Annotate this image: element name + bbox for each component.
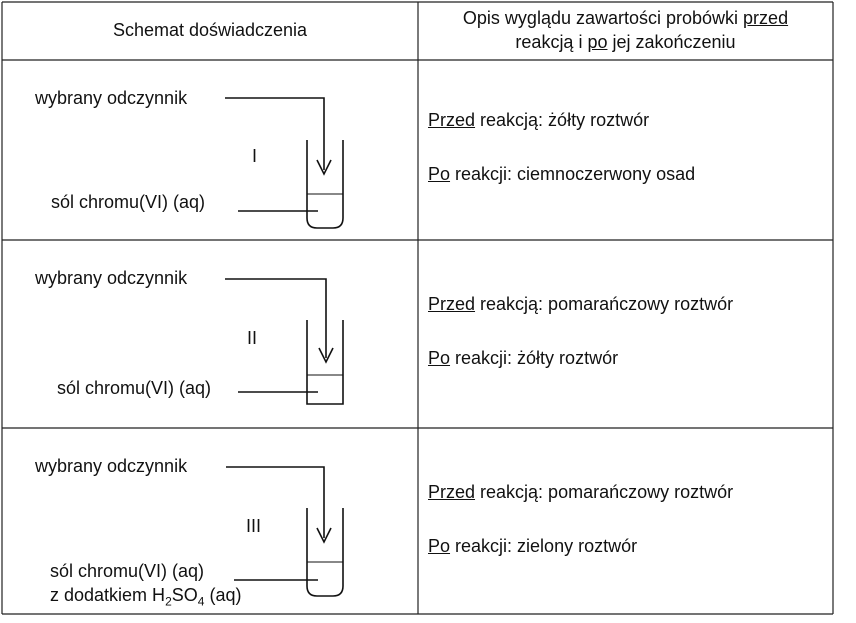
numeral-1: I	[252, 146, 258, 166]
reagent-label-2: wybrany odczynnik	[35, 268, 188, 288]
solution-3-mid: SO	[171, 585, 198, 605]
header-right-line1-text: Opis wyglądu zawartości probówki	[462, 8, 744, 28]
solution-label-2: sól chromu(VI) (aq)	[57, 378, 212, 398]
header-right-line2-end: jej zakończeniu	[607, 32, 736, 52]
diagram-row-3	[226, 466, 344, 597]
before-label-2: Przed	[428, 294, 476, 314]
solution-3-post: (aq)	[204, 585, 242, 605]
before-3: Przed reakcją: pomarańczowy roztwór	[428, 482, 733, 503]
after-text-3: reakcji: zielony roztwór	[450, 536, 638, 556]
after-2: Po reakcji: żółty roztwór	[428, 348, 618, 369]
solution-label-3: sól chromu(VI) (aq)	[50, 561, 205, 581]
before-text-1: reakcją: żółty roztwór	[475, 110, 650, 130]
reagent-label-3: wybrany odczynnik	[35, 456, 188, 476]
after-label-2: Po	[428, 348, 451, 368]
diagram-row-2	[225, 278, 344, 405]
solution-3-pre: z dodatkiem H	[50, 585, 166, 605]
before-text-2: reakcją: pomarańczowy roztwór	[475, 294, 734, 314]
header-right-line2: reakcją i po jej zakończeniu	[418, 30, 833, 54]
reagent-label-1: wybrany odczynnik	[35, 88, 188, 108]
header-left-text: Schemat doświadczenia	[112, 20, 308, 40]
after-label-3: Po	[428, 536, 451, 556]
numeral-3: III	[246, 516, 262, 536]
after-text-2: reakcji: żółty roztwór	[450, 348, 619, 368]
solution-3-sub1: 2	[165, 594, 172, 609]
after-label-1: Po	[428, 164, 451, 184]
after-3: Po reakcji: zielony roztwór	[428, 536, 637, 557]
header-right-po: po	[587, 32, 608, 52]
header-left: Schemat doświadczenia	[2, 18, 418, 42]
numeral-2: II	[247, 328, 258, 348]
solution-label-1: sól chromu(VI) (aq)	[51, 192, 206, 212]
solution-label-3-line2: z dodatkiem H2SO4 (aq)	[50, 585, 241, 609]
after-text-1: reakcji: ciemnoczerwony osad	[450, 164, 696, 184]
before-text-3: reakcją: pomarańczowy roztwór	[475, 482, 734, 502]
header-right-line2-text: reakcją i	[515, 32, 588, 52]
solution-3-sub2: 4	[197, 594, 205, 609]
header-right-przed: przed	[743, 8, 789, 28]
header-right: Opis wyglądu zawartości probówki przed r…	[418, 6, 833, 54]
before-label-3: Przed	[428, 482, 476, 502]
before-1: Przed reakcją: żółty roztwór	[428, 110, 649, 131]
header-right-line1: Opis wyglądu zawartości probówki przed	[418, 6, 833, 30]
before-2: Przed reakcją: pomarańczowy roztwór	[428, 294, 733, 315]
before-label-1: Przed	[428, 110, 476, 130]
after-1: Po reakcji: ciemnoczerwony osad	[428, 164, 695, 185]
diagram-row-1	[225, 97, 344, 229]
